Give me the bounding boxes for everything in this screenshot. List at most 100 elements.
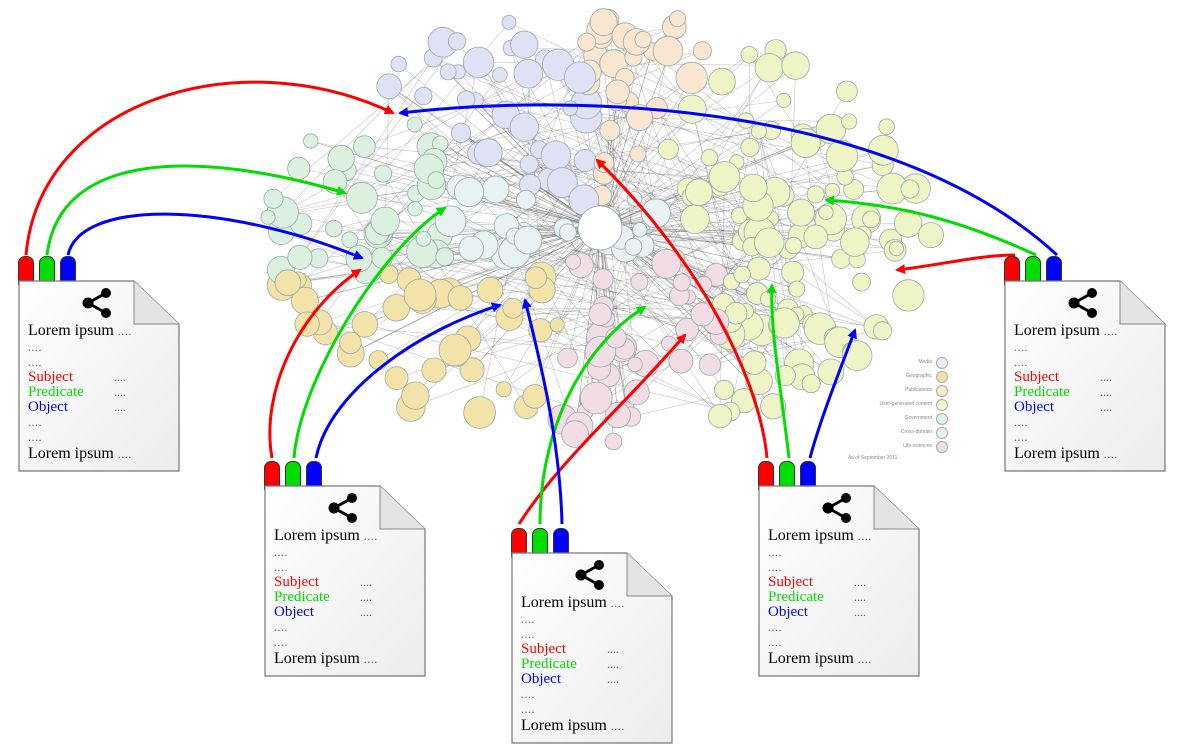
document-footer: Lorem ipsum xyxy=(768,650,854,667)
cloud-node xyxy=(651,248,682,279)
cloud-edge xyxy=(460,132,789,249)
trailing-dots: .... xyxy=(1100,385,1112,399)
cloud-edge xyxy=(350,227,601,354)
object-label: Object xyxy=(28,399,68,415)
legend-item: Government xyxy=(848,412,948,426)
predicate-link-arrow xyxy=(45,164,347,256)
cloud-node xyxy=(841,113,858,130)
cloud-node xyxy=(624,237,643,256)
legend-item: Cross-domain xyxy=(848,426,948,440)
document-footer: Lorem ipsum xyxy=(28,445,114,462)
ellipsis-line: .... xyxy=(274,545,288,559)
cloud-node xyxy=(668,348,694,374)
ellipsis-line: .... xyxy=(1014,415,1028,429)
document-lines: Lorem ipsum............Subject....Predic… xyxy=(274,527,420,668)
document-footer-row: Lorem ipsum.... xyxy=(521,717,667,735)
predicate-link-arrow xyxy=(292,206,447,459)
arrows xyxy=(24,80,1059,525)
cloud-edge xyxy=(639,117,751,148)
legend-label: Government xyxy=(904,415,932,421)
ellipsis-line: .... xyxy=(28,340,42,354)
ellipsis-line: .... xyxy=(521,702,535,716)
ellipsis-line: .... xyxy=(28,415,42,429)
trailing-dots: .... xyxy=(854,590,866,604)
cloud-node xyxy=(760,393,787,420)
cloud-node xyxy=(599,120,621,142)
cloud-node xyxy=(708,67,736,96)
object-row: Object.... xyxy=(521,672,667,687)
predicate-row: Predicate.... xyxy=(274,590,420,605)
cloud-node xyxy=(692,41,712,61)
cloud-node xyxy=(840,227,870,257)
cloud-edge xyxy=(361,77,581,199)
document-paper xyxy=(758,485,920,677)
subject-label: Subject xyxy=(1014,369,1059,385)
share-nodes-icon xyxy=(822,493,851,523)
ellipsis-line: .... xyxy=(521,612,535,626)
rdf-document-card: Lorem ipsum............Subject....Predic… xyxy=(511,528,673,744)
cloud-node xyxy=(588,302,612,326)
trailing-dots: .... xyxy=(114,370,126,384)
cloud-node xyxy=(287,156,311,180)
cloud-node xyxy=(852,272,871,292)
ellipsis-line: .... xyxy=(274,620,288,634)
object-row: Object.... xyxy=(28,400,174,415)
cloud-node xyxy=(878,118,895,135)
cloud-node xyxy=(351,311,379,338)
cloud-node xyxy=(439,63,457,81)
object-link-arrow xyxy=(66,212,364,260)
predicate-link-arrow xyxy=(824,195,1037,257)
cloud-node xyxy=(462,46,495,78)
document-lines: Lorem ipsum............Subject....Predic… xyxy=(1014,322,1160,463)
cloud-footer: As of September 2011 xyxy=(848,455,898,461)
cloud-node xyxy=(739,173,768,203)
cloud-node xyxy=(407,201,423,217)
document-header: Lorem ipsum xyxy=(28,322,114,339)
document-header-row: Lorem ipsum.... xyxy=(521,594,667,612)
legend-label: Publications xyxy=(905,387,932,393)
cloud-edge xyxy=(299,41,458,258)
predicate-label: Predicate xyxy=(274,589,330,605)
cloud-edge xyxy=(599,131,760,229)
legend-swatch xyxy=(936,371,948,383)
ellipsis-line: .... xyxy=(521,627,535,641)
cloud-node xyxy=(754,227,785,258)
cloud-node xyxy=(509,112,539,142)
cloud-node xyxy=(768,307,800,339)
cloud-edge xyxy=(430,146,601,229)
cloud-node xyxy=(510,30,539,59)
cloud-node xyxy=(579,381,613,415)
object-link-arrow xyxy=(398,103,1059,257)
cloud-node xyxy=(675,61,708,95)
cloud-node xyxy=(390,55,407,73)
cloud-node xyxy=(672,273,691,292)
cloud-edge xyxy=(599,227,632,417)
cloud-node xyxy=(447,32,467,51)
predicate-row: Predicate.... xyxy=(1014,385,1160,400)
document-lines: Lorem ipsum............Subject....Predic… xyxy=(768,527,914,668)
cloud-node xyxy=(260,209,276,225)
cloud-node xyxy=(415,231,432,247)
cloud-node xyxy=(516,189,536,210)
predicate-link-arrow xyxy=(766,283,791,459)
trailing-dots: .... xyxy=(360,575,372,589)
cloud-edge xyxy=(630,376,803,417)
cloud-node xyxy=(263,188,284,209)
legend-swatch xyxy=(936,399,948,411)
document-lines: Lorem ipsum............Subject....Predic… xyxy=(521,594,667,735)
trailing-dots: .... xyxy=(607,642,619,656)
cloud-node xyxy=(776,92,792,108)
cloud-node xyxy=(641,198,671,229)
cloud-node xyxy=(740,137,760,157)
cloud-node xyxy=(824,182,841,199)
cloud-edge xyxy=(478,153,601,229)
cloud-node xyxy=(657,138,679,160)
cloud-node xyxy=(540,140,572,171)
document-footer: Lorem ipsum xyxy=(521,717,607,734)
legend-item: Media xyxy=(848,356,948,370)
cloud-node xyxy=(781,51,810,80)
cloud-node xyxy=(604,401,631,429)
document-paper xyxy=(264,485,426,677)
subject-link-arrow xyxy=(268,268,362,459)
cloud-node xyxy=(573,148,597,172)
